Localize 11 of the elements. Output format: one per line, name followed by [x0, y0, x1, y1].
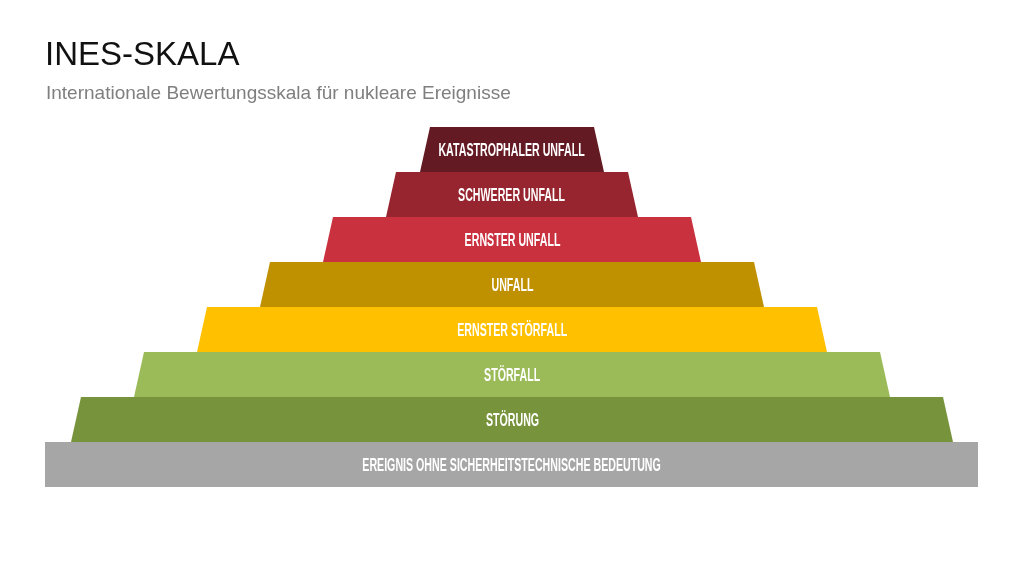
- tier-label: STÖRFALL: [483, 364, 541, 385]
- tier-label: ERNSTER STÖRFALL: [457, 319, 567, 340]
- base-bar: [45, 442, 978, 487]
- tier-label: UNFALL: [491, 274, 533, 295]
- tier-label: STÖRUNG: [485, 409, 539, 430]
- slide-title: INES-SKALA: [45, 34, 240, 74]
- tier-label: EREIGNIS OHNE SICHERHEITSTECHNISCHE BEDEUTUNG: [362, 454, 661, 475]
- subtitle: Internationale Bewertungsskala für nukleare Ereignisse: [46, 81, 511, 105]
- tier-label: KATASTROPHALER UNFALL: [438, 139, 586, 160]
- tier-label: ERNSTER UNFALL: [464, 229, 560, 250]
- tier-label: SCHWERER UNFALL: [458, 184, 566, 205]
